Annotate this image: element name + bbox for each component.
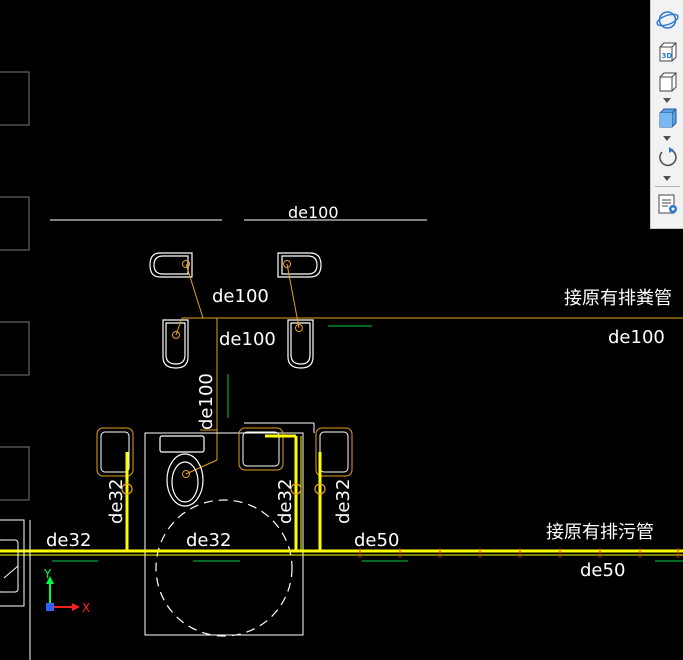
- label-connect-waste: 接原有排污管: [546, 522, 654, 543]
- viewport-tiles: [0, 71, 30, 501]
- label-de32-v1: de32: [106, 479, 127, 524]
- orbit-icon: [656, 11, 679, 29]
- urinal-fixture: [287, 319, 314, 369]
- viewport-tile[interactable]: [0, 446, 30, 501]
- toilet-stall: [144, 422, 315, 636]
- pipe-tick-marks: [359, 548, 679, 558]
- toilet-fixture: [159, 435, 205, 507]
- label-de50-right: de50: [580, 560, 625, 581]
- label-de32-left-bottom: de32: [46, 530, 91, 551]
- wheelchair-turning-circle: [155, 499, 293, 637]
- shaded-dropdown-caret[interactable]: [663, 136, 671, 141]
- basin-fixture: [96, 427, 134, 477]
- water-pipe-return: [0, 436, 683, 556]
- svg-text:3D: 3D: [662, 52, 673, 60]
- edge-fixture: [0, 519, 31, 660]
- wireframe-cube-icon: [659, 72, 677, 92]
- label-connect-sewage: 接原有排粪管: [564, 288, 672, 309]
- rotate-icon: [659, 147, 677, 167]
- wireframe-dropdown-caret[interactable]: [663, 98, 671, 103]
- rotate-button[interactable]: [655, 145, 680, 169]
- urinal-fixture: [162, 319, 189, 369]
- view-toolbar: 3D: [650, 0, 683, 229]
- shaded-cube-icon: [659, 108, 677, 128]
- viewport-tile[interactable]: [0, 196, 30, 251]
- basin-fixture: [238, 427, 284, 471]
- properties-icon: [658, 194, 677, 214]
- toolbar-separator: [655, 186, 680, 187]
- viewport-tile[interactable]: [0, 71, 30, 126]
- orbit-button[interactable]: [655, 8, 680, 32]
- wireframe-view-button[interactable]: [655, 70, 680, 94]
- urinal-fixture: [277, 252, 322, 278]
- viewport-tile[interactable]: [0, 321, 30, 376]
- shaded-view-button[interactable]: [655, 106, 680, 130]
- label-de50-left: de50: [354, 530, 399, 551]
- properties-button[interactable]: [655, 192, 680, 216]
- label-pipe-mid-center: de100: [219, 329, 276, 350]
- label-pipe-vertical: de100: [196, 373, 217, 430]
- annotation-marks: [52, 325, 683, 562]
- ucs-y-label: Y: [43, 567, 52, 581]
- drain-pipe-network: [175, 263, 683, 475]
- label-de32-v2: de32: [275, 479, 296, 524]
- label-pipe-right: de100: [608, 327, 665, 348]
- label-de32-v3: de32: [333, 479, 354, 524]
- label-pipe-mid-left: de100: [212, 286, 269, 307]
- drain-outlets: [172, 260, 303, 478]
- 3d-view-icon: 3D: [659, 42, 677, 62]
- ucs-x-label: X: [82, 601, 90, 615]
- rotate-dropdown-caret[interactable]: [663, 176, 671, 181]
- 3d-view-button[interactable]: 3D: [655, 40, 680, 64]
- valve-fittings: [121, 483, 326, 495]
- label-de32-center: de32: [186, 530, 231, 551]
- label-pipe-top: de100: [288, 203, 339, 222]
- ucs-icon: [46, 576, 80, 611]
- urinal-fixture: [149, 252, 193, 278]
